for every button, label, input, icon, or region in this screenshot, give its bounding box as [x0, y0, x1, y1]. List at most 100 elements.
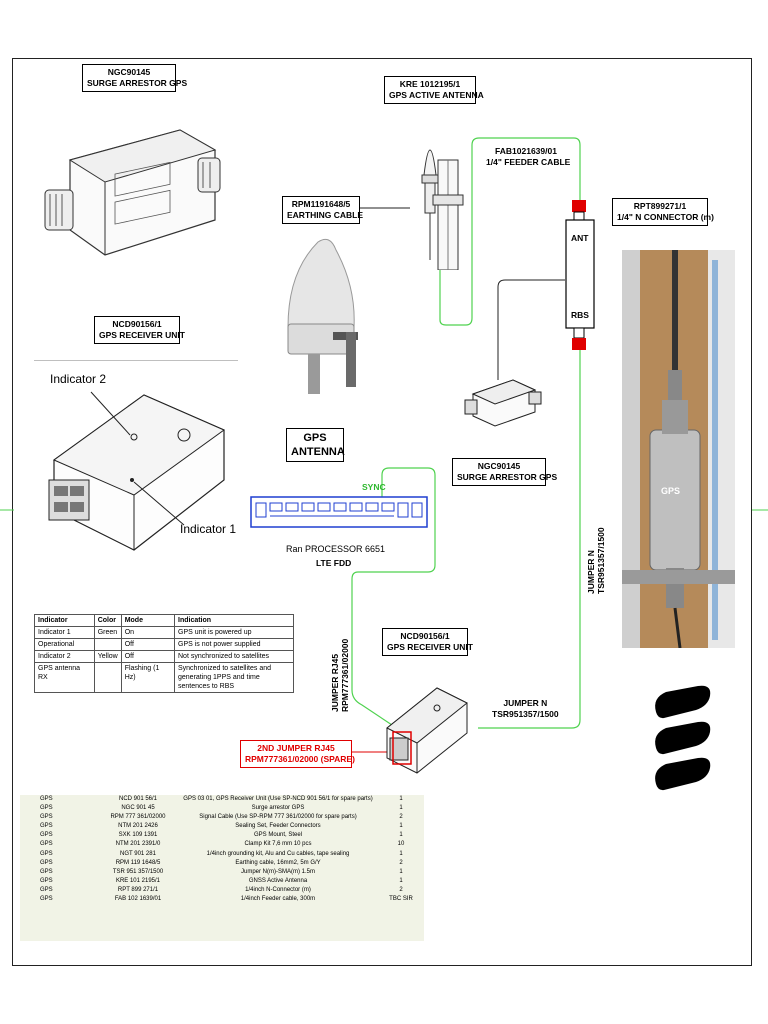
parts-list-cell: FAB 102 1639/01 [114, 896, 162, 903]
parts-list-row: GPS RPM 777 361/02000 Signal Cable (Use SP… [20, 813, 424, 822]
parts-list-cell: NGC 901 45 [121, 805, 155, 812]
table-row: Indicator 2 Yellow Off Not synchronized … [34, 650, 294, 663]
parts-list-cell: 10 [397, 841, 405, 848]
parts-list-cell: GPS [40, 823, 53, 830]
parts-list-cell: GPS [40, 886, 53, 893]
indicator-table-header: Indicator [34, 614, 95, 627]
parts-list-cell: NTM 201 2426 [118, 823, 158, 830]
indicator-table-header: Mode [120, 614, 176, 627]
parts-list-cell: GPS [40, 832, 53, 839]
indicator-table-header: Indication [174, 614, 294, 627]
parts-list-cell: NTM 201 2391/0 [115, 841, 161, 848]
parts-list-cell: SXK 109 1391 [118, 832, 158, 839]
parts-list-cell: RPM 119 1648/5 [115, 859, 161, 866]
parts-list-cell: 1/4inch grounding kit, Alu and Cu cables… [206, 850, 350, 857]
parts-list-cell: Surge arrestor GPS [251, 805, 305, 812]
parts-list-cell: Jumper N(m)-SMA(m) 1.5m [240, 868, 315, 875]
ericsson-logo [655, 685, 711, 791]
parts-list-cell: 1 [399, 805, 403, 812]
surge-arrestor-illustration [44, 129, 221, 256]
antenna-mast-illustration [421, 149, 464, 270]
parts-list-row: GPS FAB 102 1639/01 1/4inch Feeder cable, … [20, 895, 424, 904]
parts-list-cell: 1/4inch Feeder cable, 300m [240, 896, 316, 903]
photo-gps-label: GPS [661, 486, 681, 496]
indicator-2-label: Indicator 2 [50, 372, 107, 386]
parts-list-cell: TSR 951 357/1500 [112, 868, 164, 875]
parts-list-cell: GPS [40, 796, 53, 802]
parts-list-cell: KRE 101 2195/1 [115, 877, 161, 884]
processor-name: Ran PROCESSOR 6651 [286, 544, 386, 554]
parts-list-cell: GPS 03 01, GPS Receiver Unit (Use SP-NCD… [183, 796, 373, 802]
parts-list-cell: NGT 901 281 [120, 850, 156, 857]
parts-list-cell: GPS [40, 868, 53, 875]
parts-list-row: GPS NCD 901 56/1 GPS 03 01, GPS Receiver U… [20, 795, 424, 804]
processor-lte: LTE FDD [316, 558, 352, 568]
parts-list-cell: TBC SIR [389, 896, 413, 903]
parts-list-row: GPS NTM 201 2426 Sealing Set, Feeder Conne… [20, 822, 424, 831]
sync-label: SYNC [362, 482, 386, 492]
parts-list-cell: 1 [399, 832, 403, 839]
parts-list-row: GPS RPM 119 1648/5 Earthing cable, 16mm2, … [20, 859, 424, 868]
parts-list-cell: GPS [40, 814, 53, 821]
parts-list-cell: 2 [399, 814, 403, 821]
parts-list-cell: RPT 899 271/1 [117, 886, 159, 893]
parts-list-row: GPS KRE 101 2195/1 GNSS Active Antenna 1 [20, 877, 424, 886]
parts-list-cell: GPS [40, 877, 53, 884]
table-row: Operational Off GPS is not power supplie… [34, 638, 294, 651]
drawing-frame [12, 58, 752, 966]
parts-list: GPS NCD 901 56/1 GPS 03 01, GPS Receiver U… [20, 795, 424, 941]
parts-list-cell: 2 [399, 886, 403, 893]
parts-list-row: GPS NGC 901 45 Surge arrestor GPS 1 [20, 804, 424, 813]
connector-box [565, 200, 595, 350]
rbs-port-label: RBS [571, 310, 589, 320]
parts-list-row: GPS SXK 109 1391 GPS Mount, Steel 1 [20, 831, 424, 840]
parts-list-cell: Signal Cable (Use SP-RPM 777 361/02000 f… [199, 814, 357, 821]
ant-port-label: ANT [571, 233, 589, 243]
parts-list-cell: 2 [399, 859, 403, 866]
parts-list-cell: GNSS Active Antenna [248, 877, 308, 884]
parts-list-cell: Earthing cable, 16mm2, 5m G/Y [235, 859, 321, 866]
parts-list-cell: GPS [40, 896, 53, 903]
parts-list-cell: GPS Mount, Steel [253, 832, 303, 839]
parts-list-cell: Sealing Set, Feeder Connectors [235, 823, 321, 830]
parts-list-cell: GPS [40, 859, 53, 866]
indicator-1-label: Indicator 1 [180, 522, 237, 536]
parts-list-cell: RPM 777 361/02000 [110, 814, 166, 821]
parts-list-cell: GPS [40, 841, 53, 848]
parts-list-cell: NCD 901 56/1 [118, 796, 158, 802]
gps-receiver-small [386, 687, 468, 774]
parts-list-cell: GPS [40, 805, 53, 812]
gps-receiver-illustration [34, 360, 238, 551]
parts-list-row: GPS NTM 201 2391/0 Clamp Kit 7,6 mm 10 pcs… [20, 840, 424, 849]
parts-list-row: GPS RPT 899 271/1 1/4inch N-Connector (m) 2 [20, 886, 424, 895]
parts-list-cell: Clamp Kit 7,6 mm 10 pcs [244, 841, 312, 848]
parts-list-cell: 1 [399, 877, 403, 884]
table-row: Indicator 1 Green On GPS unit is powered… [34, 626, 294, 639]
gps-antenna-dome [287, 238, 358, 394]
surge-arrestor-small [464, 379, 542, 427]
indicator-table-header: Color [93, 614, 122, 627]
parts-list-cell: 1 [399, 796, 403, 802]
parts-list-cell: 1 [399, 823, 403, 830]
table-row: GPS antenna RX Flashing (1 Hz) Synchroni… [34, 662, 294, 693]
parts-list-cell: 1 [399, 850, 403, 857]
installation-photo [622, 250, 735, 648]
parts-list-cell: 1/4inch N-Connector (m) [245, 886, 311, 893]
ran-processor-unit [250, 496, 428, 528]
